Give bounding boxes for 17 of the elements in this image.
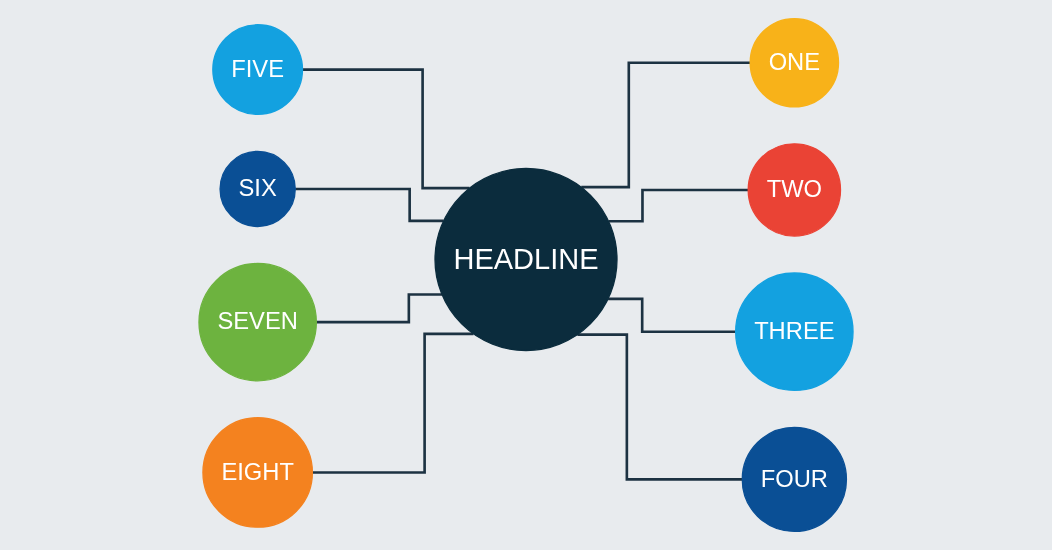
node-circle: FIVE xyxy=(212,24,304,116)
node-circle: EIGHT xyxy=(202,417,314,528)
connector xyxy=(295,187,444,223)
connector xyxy=(608,297,736,333)
connector xyxy=(577,333,743,481)
connector xyxy=(581,61,751,189)
connector xyxy=(312,332,474,474)
node-circle: ONE xyxy=(749,17,840,108)
node-circle: SIX xyxy=(219,150,296,228)
node-circle: FOUR xyxy=(741,426,848,533)
node-circle: THREE xyxy=(735,272,854,392)
connector xyxy=(316,293,442,324)
node-circle: TWO xyxy=(747,143,842,237)
connector xyxy=(302,68,470,190)
connector xyxy=(608,188,749,223)
node-circle: SEVEN xyxy=(198,262,317,382)
node-circle: HEADLINE xyxy=(434,167,618,352)
